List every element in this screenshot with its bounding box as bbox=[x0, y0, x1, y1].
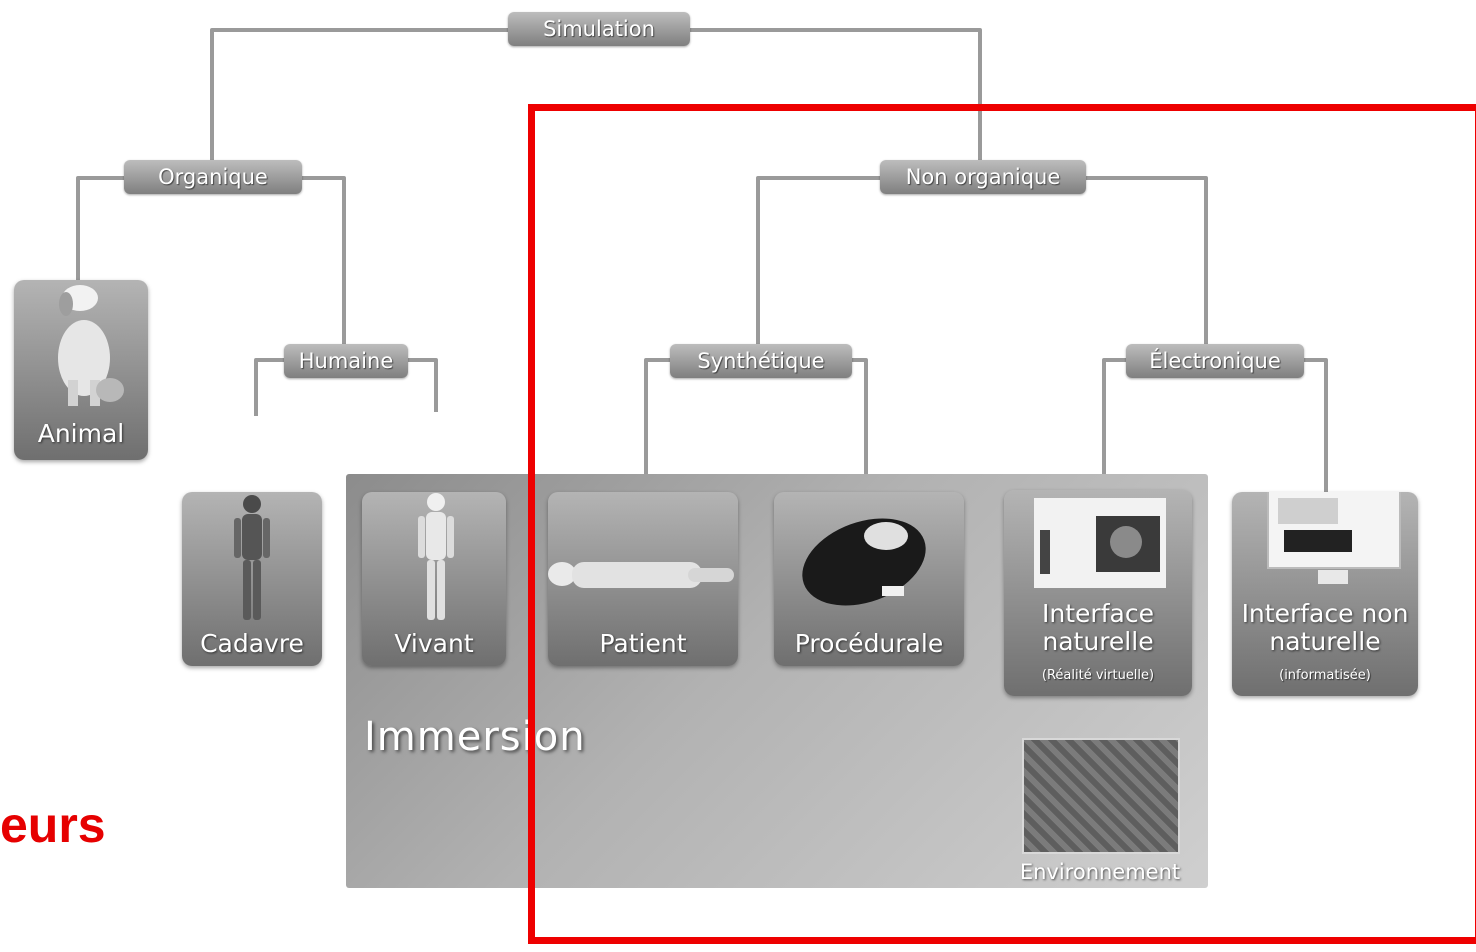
card-vivant: Vivant bbox=[362, 492, 506, 666]
card-interface-non-naturelle: Interface non naturelle (informatisée) bbox=[1232, 492, 1418, 696]
patient-mannequin-icon bbox=[548, 562, 734, 588]
side-text: eurs bbox=[0, 797, 106, 853]
card-interface-naturelle-label: Interface naturelle bbox=[1042, 599, 1154, 656]
environnement-label: Environnement bbox=[1019, 860, 1181, 884]
card-animal: Animal bbox=[14, 280, 148, 460]
node-non-organique: Non organique bbox=[880, 160, 1086, 194]
living-person-icon bbox=[418, 493, 454, 620]
dog-icon bbox=[58, 285, 124, 406]
node-humaine: Humaine bbox=[284, 344, 408, 378]
card-patient-label: Patient bbox=[599, 629, 687, 658]
card-interface-non-naturelle-label: Interface non naturelle bbox=[1241, 599, 1409, 656]
card-procedurale-label: Procédurale bbox=[794, 629, 944, 658]
computer-monitor-icon bbox=[1267, 492, 1401, 584]
node-electronique: Électronique bbox=[1126, 344, 1304, 378]
operating-room-photo-icon bbox=[1022, 738, 1180, 854]
highlight-frame bbox=[528, 104, 1476, 944]
card-animal-label: Animal bbox=[37, 419, 125, 448]
card-cadavre-label: Cadavre bbox=[200, 629, 304, 658]
card-vivant-label: Vivant bbox=[394, 629, 474, 658]
node-organique: Organique bbox=[124, 160, 302, 194]
card-patient: Patient bbox=[548, 492, 738, 666]
immersion-label: Immersion bbox=[364, 714, 586, 760]
card-cadavre: Cadavre bbox=[182, 492, 322, 666]
card-interface-non-naturelle-sublabel: (informatisée) bbox=[1279, 668, 1371, 683]
node-synthetique: Synthétique bbox=[670, 344, 852, 378]
cadaver-figure-icon bbox=[234, 495, 270, 620]
card-interface-naturelle: Interface naturelle (Réalité virtuelle) bbox=[1004, 490, 1192, 696]
card-procedurale: Procédurale bbox=[774, 492, 964, 666]
virtual-reality-screen-icon bbox=[1034, 498, 1166, 588]
procedural-trainer-icon bbox=[802, 518, 926, 606]
card-interface-naturelle-sublabel: (Réalité virtuelle) bbox=[1041, 668, 1155, 683]
node-simulation: Simulation bbox=[508, 12, 690, 46]
